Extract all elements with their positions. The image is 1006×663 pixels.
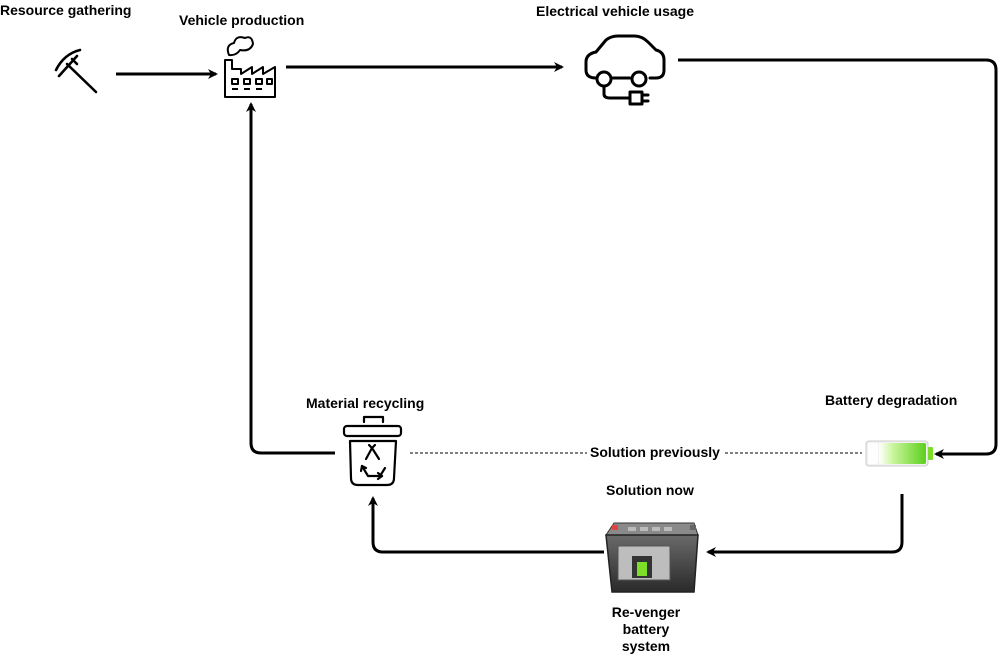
edge-revenger-to-recycling (368, 496, 604, 554)
label-revenger-line1: Re-venger (611, 604, 681, 620)
label-revenger-line2: battery (622, 621, 670, 637)
label-revenger-system: Re-venger battery system (596, 604, 696, 655)
car-battery-icon (605, 522, 699, 593)
label-vehicle-production: Vehicle production (179, 12, 305, 28)
label-material-recycling: Material recycling (306, 395, 425, 411)
battery-icon (865, 440, 933, 467)
label-electrical-vehicle-usage: Electrical vehicle usage (536, 3, 694, 19)
edge-degradation-to-revenger (706, 494, 904, 557)
edge-recycling-to-production (246, 102, 335, 455)
label-resource-gathering: Resource gathering (0, 2, 132, 18)
factory-icon (224, 36, 276, 98)
label-battery-degradation: Battery degradation (825, 392, 958, 408)
pickaxe-icon (54, 48, 98, 94)
label-solution-now: Solution now (606, 482, 694, 498)
edge-usage-to-degradation (678, 58, 998, 459)
recycle-bin-icon (342, 415, 403, 487)
label-solution-previously: Solution previously (587, 444, 723, 460)
electric-car-icon (584, 34, 666, 106)
label-revenger-line3: system (621, 638, 671, 654)
